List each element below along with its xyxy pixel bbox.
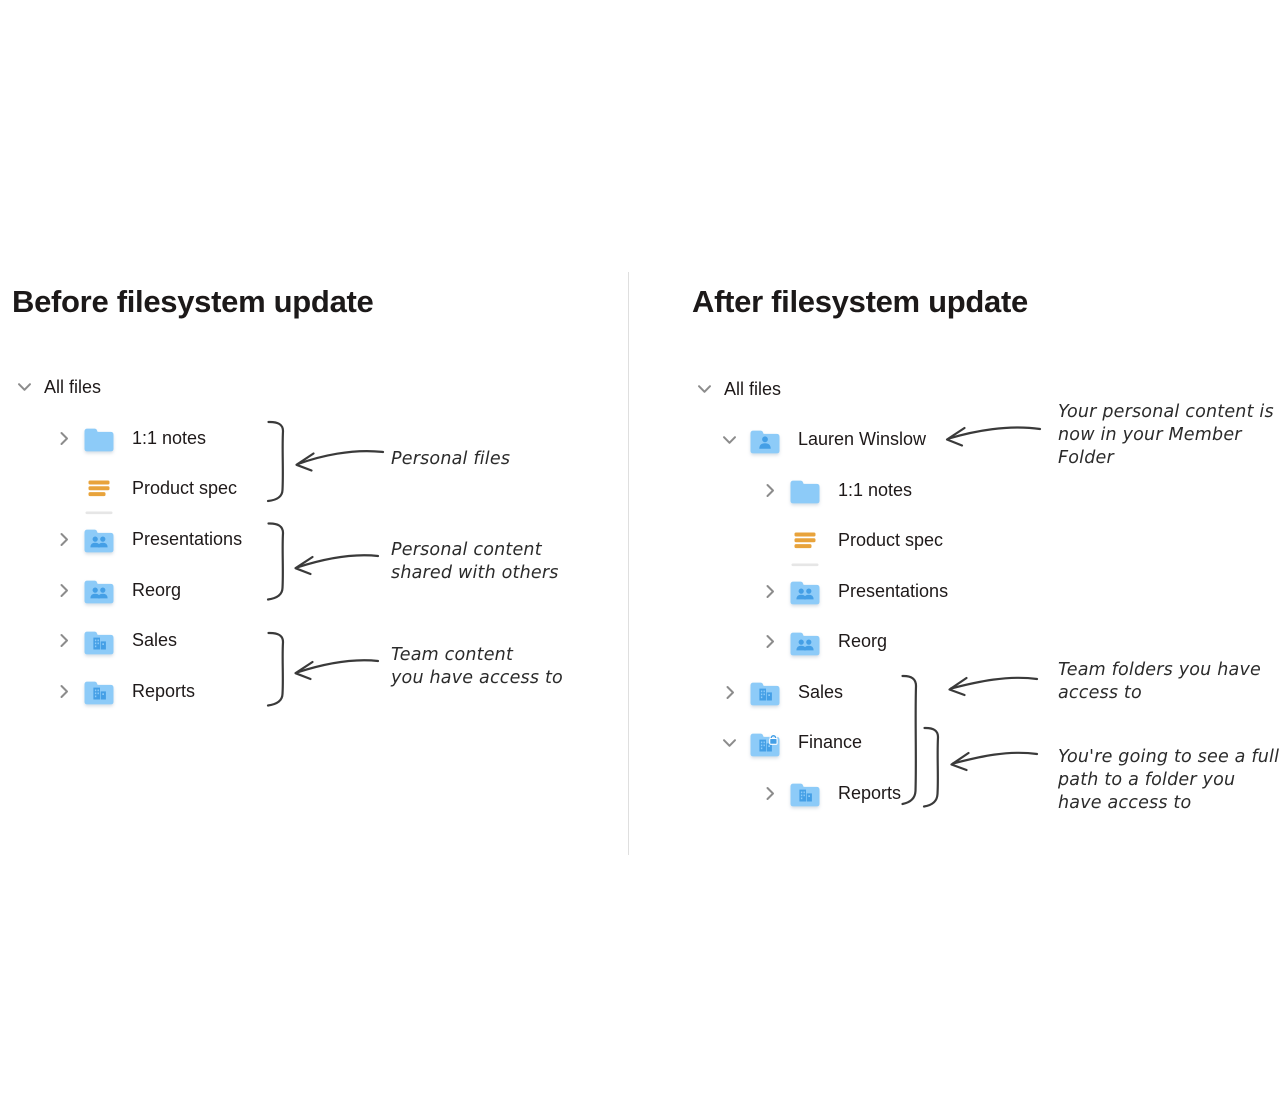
tree-row[interactable]: Presentations xyxy=(0,566,1280,617)
chevron-spacer xyxy=(762,533,777,548)
annotation-team-content: Team content you have access to xyxy=(391,644,563,690)
tree-item-label: Sales xyxy=(132,630,178,651)
annotation-line: Folder xyxy=(1058,448,1114,468)
chevron-right-icon[interactable] xyxy=(762,634,777,649)
annotation-line: Team folders you have xyxy=(1058,660,1261,680)
member-folder-icon xyxy=(749,426,781,454)
tree-item-label: Product spec xyxy=(838,530,944,551)
annotation-line: Personal files xyxy=(391,449,511,469)
shared-folder-icon xyxy=(83,576,115,604)
tree-item-label: Product spec xyxy=(132,478,238,499)
chevron-right-icon[interactable] xyxy=(762,786,777,801)
chevron-down-icon[interactable] xyxy=(722,735,737,750)
chevron-right-icon[interactable] xyxy=(56,583,71,598)
tree-item-label: Reorg xyxy=(132,579,182,600)
after-panel-title: After filesystem update xyxy=(692,284,1028,319)
tree-root-row[interactable]: All files xyxy=(0,364,1280,415)
annotation-personal-files: Personal files xyxy=(391,448,510,471)
chevron-right-icon[interactable] xyxy=(762,584,777,599)
tree-row[interactable]: Product spec xyxy=(0,516,1280,567)
annotation-line: access to xyxy=(1058,683,1142,703)
tree-row[interactable]: Reorg xyxy=(0,617,1280,668)
tree-row[interactable]: Reports xyxy=(0,666,1280,717)
annotation-line: You're going to see a full xyxy=(1058,747,1280,767)
shared-folder-icon xyxy=(83,525,115,553)
tree-row[interactable]: Sales xyxy=(0,667,1280,718)
tree-row[interactable]: Finance xyxy=(0,718,1280,769)
paper-doc-icon xyxy=(789,527,821,566)
tree-row[interactable]: Presentations xyxy=(0,514,1280,565)
annotation-personal-shared: Personal content shared with others xyxy=(391,539,559,585)
before-panel-title: Before filesystem update xyxy=(12,284,374,319)
annotation-full-path: You're going to see a full path to a fold… xyxy=(1058,746,1279,815)
annotation-line: now in your Member xyxy=(1058,425,1242,445)
team-folder-icon xyxy=(789,779,821,807)
tree-item-label: 1:1 notes xyxy=(132,427,207,448)
annotation-line: you have access to xyxy=(391,668,563,688)
chevron-right-icon[interactable] xyxy=(56,532,71,547)
tree-item-label: Reorg xyxy=(838,631,888,652)
tree-item-label: Reports xyxy=(132,680,196,701)
annotation-line: Team content xyxy=(391,645,514,665)
annotation-line: Personal content xyxy=(391,540,542,560)
tree-row[interactable]: Reorg xyxy=(0,565,1280,616)
team-folder-icon xyxy=(749,678,781,706)
folder-icon xyxy=(789,476,821,504)
folder-icon xyxy=(83,424,115,452)
chevron-down-icon[interactable] xyxy=(722,432,737,447)
chevron-down-icon[interactable] xyxy=(17,380,32,395)
annotation-member-folder: Your personal content is now in your Memb… xyxy=(1058,401,1274,470)
shared-folder-icon xyxy=(789,628,821,656)
team-folder-icon xyxy=(83,677,115,705)
panel-divider xyxy=(628,272,629,855)
chevron-right-icon[interactable] xyxy=(762,483,777,498)
tree-row[interactable]: Product spec xyxy=(0,463,1280,514)
tree-item-label: Reports xyxy=(838,782,902,803)
shared-folder-icon xyxy=(789,577,821,605)
chevron-right-icon[interactable] xyxy=(56,431,71,446)
tree-item-label: Finance xyxy=(798,732,863,753)
tree-item-label: Lauren Winslow xyxy=(798,429,927,450)
chevron-right-icon[interactable] xyxy=(56,684,71,699)
annotation-line: Your personal content is xyxy=(1058,402,1274,422)
tree-item-label: 1:1 notes xyxy=(838,479,913,500)
tree-row[interactable]: 1:1 notes xyxy=(0,413,1280,464)
tree-row[interactable]: Reports xyxy=(0,768,1280,819)
chevron-right-icon[interactable] xyxy=(722,685,737,700)
annotation-line: have access to xyxy=(1058,793,1192,813)
tree-item-label: Presentations xyxy=(132,528,243,549)
tree-root-row[interactable]: All files xyxy=(0,362,1280,413)
tree-item-label: Presentations xyxy=(838,580,949,601)
chevron-down-icon[interactable] xyxy=(697,382,712,397)
tree-row[interactable]: Sales xyxy=(0,615,1280,666)
team-folder-locked-icon xyxy=(749,729,781,757)
annotation-line: path to a folder you xyxy=(1058,770,1236,790)
annotation-line: shared with others xyxy=(391,563,559,583)
team-folder-icon xyxy=(83,627,115,655)
tree-item-label: All files xyxy=(44,376,102,397)
tree-row[interactable]: 1:1 notes xyxy=(0,465,1280,516)
chevron-right-icon[interactable] xyxy=(56,633,71,648)
tree-item-label: All files xyxy=(724,378,782,399)
paper-doc-icon xyxy=(83,475,115,514)
tree-item-label: Sales xyxy=(798,681,844,702)
tree-row[interactable]: Lauren Winslow xyxy=(0,415,1280,466)
annotation-team-folders: Team folders you have access to xyxy=(1058,659,1261,705)
